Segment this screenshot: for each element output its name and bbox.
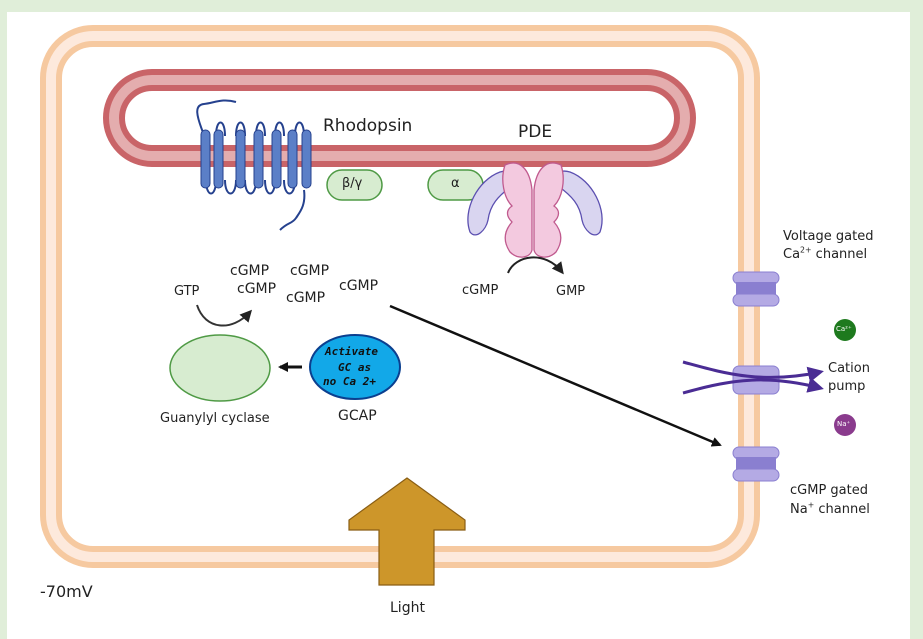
cation-pump-line1: Cation: [828, 361, 870, 376]
na-ion-icon: [834, 414, 856, 436]
cell-membrane: [40, 25, 760, 568]
cgmp-molecule: cGMP: [286, 290, 326, 306]
cgmp-molecule: cGMP: [290, 263, 330, 279]
cgmp-gated-channel-line2: channel: [814, 502, 870, 517]
pde-reaction-arrow: [507, 256, 564, 275]
voltage-gated-ca-channel-icon: [732, 271, 780, 307]
gc-reaction-arrow: [196, 304, 253, 327]
voltage-gated-channel-line2: channel: [811, 247, 868, 262]
gtp-label: GTP: [174, 284, 200, 299]
cgmp-to-channel-arrow: [389, 304, 722, 447]
rhodopsin-label: Rhodopsin: [323, 116, 413, 136]
gcap-label: GCAP: [338, 408, 377, 424]
ca-ion-icon: [834, 319, 856, 341]
cgmp-molecule: cGMP: [237, 281, 277, 297]
light-arrow-icon: [348, 477, 466, 586]
alpha-label: α: [451, 176, 460, 191]
cation-pump-label: Cation pump: [828, 360, 870, 396]
cgmp-gated-channel-line1: cGMP gated: [790, 483, 868, 498]
gcap-note-line: no Ca 2+: [323, 375, 376, 388]
voltage-gated-channel-label: Voltage gated Ca2+ channel: [783, 228, 873, 264]
disc-membrane: [103, 69, 696, 167]
light-label: Light: [390, 600, 425, 616]
voltage-gated-channel-charge: 2+: [800, 245, 812, 255]
voltage-gated-channel-ion: Ca: [783, 247, 801, 262]
phototransduction-diagram: [40, 25, 856, 586]
cgmp-gated-channel-ion: Na: [790, 502, 808, 517]
pde-substrate-label: cGMP: [462, 283, 499, 298]
cgmp-gated-channel-label: cGMP gated Na+ channel: [790, 481, 870, 519]
pde-label: PDE: [518, 122, 553, 142]
na-ion-label: Na⁺: [837, 420, 851, 428]
beta-gamma-label: β/γ: [342, 176, 363, 191]
cgmp-molecule: cGMP: [230, 263, 270, 279]
cgmp-gated-na-channel-icon: [732, 446, 780, 482]
gcap-note-line: Activate: [325, 345, 378, 358]
ca-ion-label: Ca²⁺: [836, 325, 852, 333]
membrane-potential-label: -70mV: [40, 582, 93, 601]
guanylyl-cyclase-label: Guanylyl cyclase: [160, 411, 270, 426]
gcap-note-line: GC as: [338, 361, 372, 374]
slide-canvas: [7, 12, 910, 639]
cgmp-gated-channel-charge: +: [807, 500, 815, 510]
pde-product-label: GMP: [556, 284, 586, 299]
pump-efflux-arrow: [682, 360, 824, 383]
cgmp-molecule: cGMP: [339, 278, 379, 294]
pump-influx-arrow: [682, 377, 824, 395]
guanylyl-cyclase-icon: [169, 334, 271, 402]
cation-pump-line2: pump: [828, 379, 866, 394]
g-protein-beta-gamma: [326, 169, 383, 201]
gcap-icon: [309, 334, 401, 400]
pde-icon: [467, 162, 603, 258]
rhodopsin-icon: [196, 99, 312, 231]
voltage-gated-channel-line1: Voltage gated: [783, 229, 874, 244]
